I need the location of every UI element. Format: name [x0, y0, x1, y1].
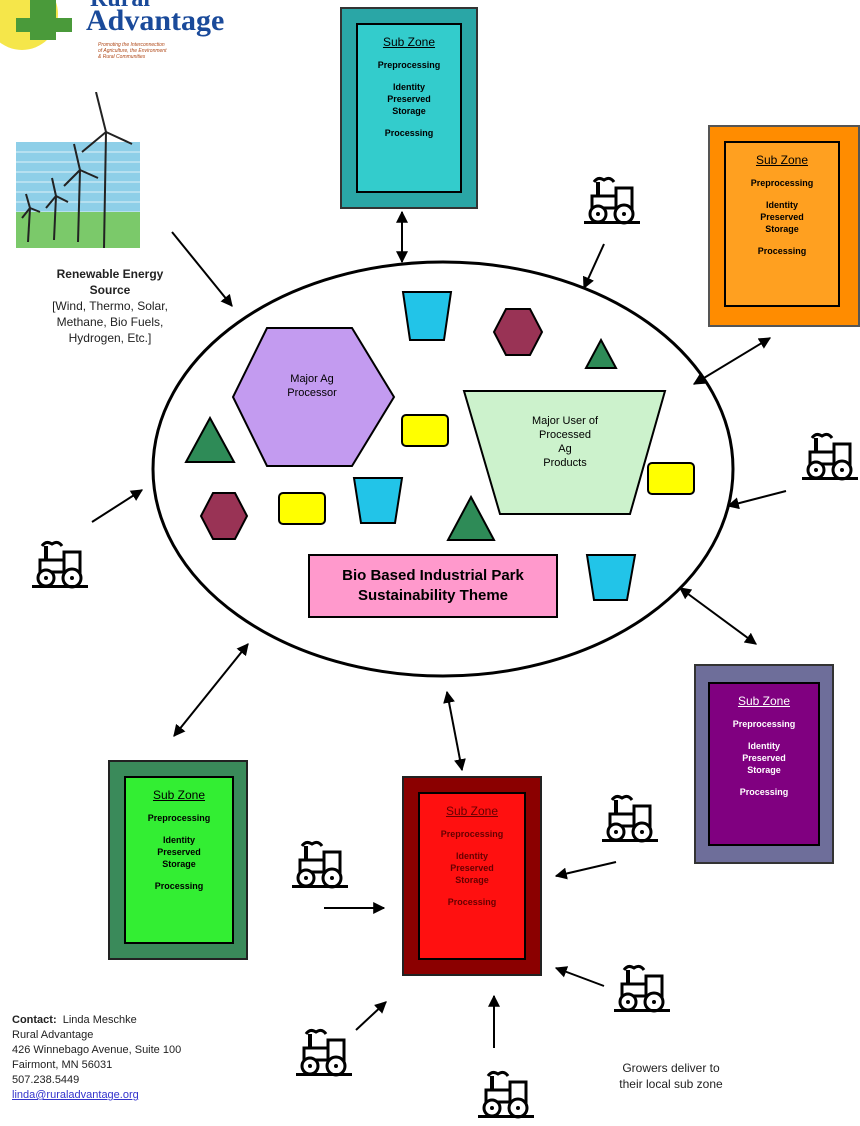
small-trapezoid: [401, 291, 453, 341]
contact-email-link[interactable]: linda@ruraladvantage.org: [12, 1089, 139, 1101]
sub-zone-right-top: Sub Zone Preprocessing Identity Preserve…: [708, 125, 860, 327]
major-ag-processor-hexagon: [231, 327, 396, 467]
sub-zone-step: Identity Preserved Storage: [760, 200, 804, 234]
energy-title-2: Source: [89, 283, 131, 297]
sub-zone-right-bottom: Sub Zone Preprocessing Identity Preserve…: [694, 664, 834, 864]
sub-zone-step: Processing: [739, 787, 789, 797]
sub-zone-step: Preprocessing: [147, 813, 211, 823]
energy-detail: Hydrogen, Etc.]: [68, 331, 152, 345]
energy-title: Renewable Energy: [56, 267, 164, 281]
tractor-icon: [800, 432, 860, 482]
contact-city: Fairmont, MN 56031: [12, 1059, 113, 1071]
sub-zone-step: Preprocessing: [732, 719, 796, 729]
small-triangle: [584, 337, 618, 369]
contact-address: 426 Winnebago Avenue, Suite 100: [12, 1044, 182, 1056]
arrow: [91, 489, 144, 523]
sub-zone-title: Sub Zone: [382, 35, 436, 49]
small-triangle: [446, 494, 496, 541]
contact-block: Contact: Linda Meschke Rural Advantage 4…: [12, 1013, 272, 1103]
growers-note: Growers deliver to their local sub zone: [619, 1061, 723, 1091]
arrow: [173, 643, 249, 737]
small-rectangle: [401, 414, 449, 447]
contact-phone: 507.238.5449: [12, 1074, 80, 1086]
park-title-line: Bio Based Industrial Park: [342, 567, 524, 584]
sub-zone-step: Identity Preserved Storage: [450, 851, 494, 885]
small-rectangle: [278, 492, 326, 525]
sub-zone-step: Preprocessing: [440, 829, 504, 839]
sub-zone-top: Sub Zone Preprocessing Identity Preserve…: [340, 7, 478, 209]
sub-zone-title: Sub Zone: [445, 804, 499, 818]
contact-name: Linda Meschke: [62, 1014, 137, 1026]
arrow: [692, 337, 772, 385]
logo-name-top: Rural: [90, 0, 150, 13]
sub-zone-step: Processing: [447, 897, 497, 907]
arrow: [679, 587, 757, 645]
park-title-line: Sustainability Theme: [357, 587, 509, 604]
sub-zone-bottom: Sub Zone Preprocessing Identity Preserve…: [402, 776, 542, 976]
logo-graphic: [0, 0, 72, 50]
major-user-trapezoid: [462, 390, 667, 515]
tractor-icon: [294, 1028, 354, 1078]
logo: Rural Advantage Promoting the Interconne…: [0, 0, 240, 90]
energy-source-text: Renewable Energy Source [Wind, Thermo, S…: [20, 266, 200, 346]
sub-zone-step: Identity Preserved Storage: [742, 741, 786, 775]
sub-zone-step: Identity Preserved Storage: [387, 82, 431, 116]
small-trapezoid: [352, 477, 404, 524]
major-user-label: Major User of Processed Ag Products: [531, 415, 599, 469]
small-trapezoid: [585, 554, 637, 601]
contact-label: Contact:: [12, 1014, 57, 1026]
logo-name: Advantage: [86, 4, 225, 37]
wind-turbines-image: [16, 91, 140, 249]
arrow: [726, 490, 787, 510]
sub-zone-step: Processing: [154, 881, 204, 891]
sub-zone-step: Preprocessing: [750, 178, 814, 188]
small-hexagon: [492, 308, 544, 356]
logo-tagline: Promoting the Interconnection of Agricul…: [98, 42, 167, 60]
arrow: [554, 966, 605, 987]
small-rectangle: [647, 462, 695, 495]
energy-detail: [Wind, Thermo, Solar,: [52, 299, 168, 313]
arrow: [443, 690, 466, 772]
tractor-icon: [290, 840, 350, 890]
sub-zone-title: Sub Zone: [152, 788, 206, 802]
tractor-icon: [612, 964, 672, 1014]
tractor-icon: [600, 794, 660, 844]
sub-zone-title: Sub Zone: [755, 153, 809, 167]
small-triangle: [184, 415, 236, 463]
sub-zone-left-bottom: Sub Zone Preprocessing Identity Preserve…: [108, 760, 248, 960]
arrow: [554, 861, 617, 880]
contact-org: Rural Advantage: [12, 1029, 94, 1041]
arrow: [171, 231, 233, 307]
sub-zone-step: Processing: [757, 246, 807, 256]
sub-zone-step: Identity Preserved Storage: [157, 835, 201, 869]
park-title: Bio Based Industrial Park Sustainability…: [308, 554, 558, 618]
sub-zone-title: Sub Zone: [737, 694, 791, 708]
small-hexagon: [199, 492, 249, 540]
sub-zone-step: Processing: [384, 128, 434, 138]
major-ag-processor-label: Major Ag Processor: [287, 373, 337, 399]
tractor-icon: [582, 176, 642, 226]
energy-detail: Methane, Bio Fuels,: [56, 315, 164, 329]
arrow: [583, 243, 605, 290]
arrow: [355, 1001, 387, 1031]
tractor-icon: [476, 1070, 536, 1120]
sub-zone-step: Preprocessing: [377, 60, 441, 70]
tractor-icon: [30, 540, 90, 590]
